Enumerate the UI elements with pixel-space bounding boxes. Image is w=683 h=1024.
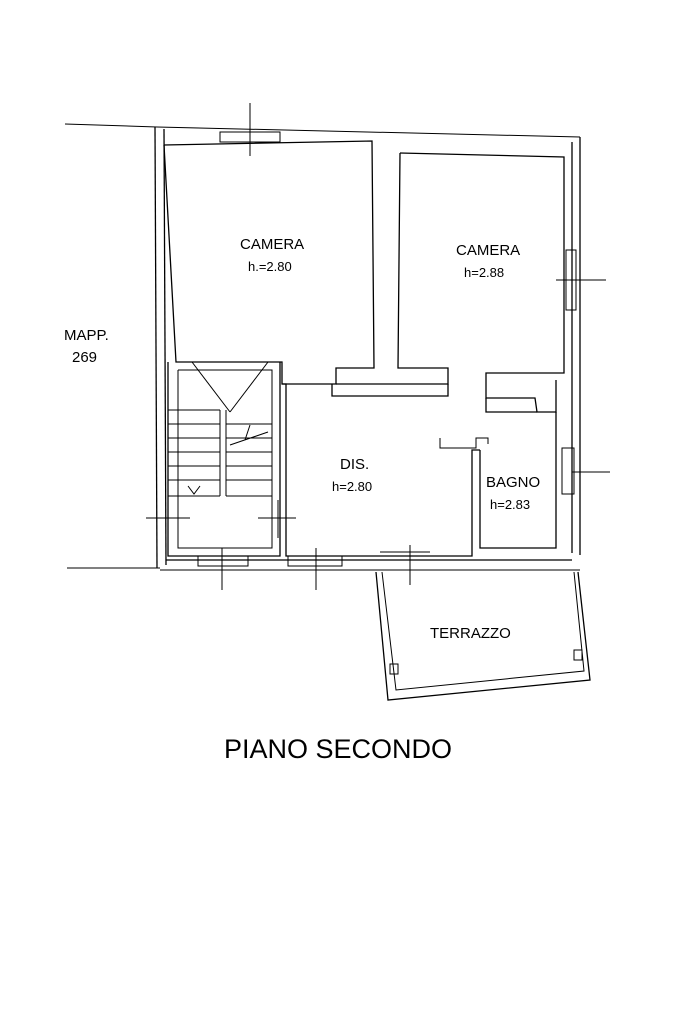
room-height-camera-right: h=2.88	[464, 265, 504, 280]
room-name-camera-left: CAMERA	[240, 236, 304, 253]
room-height-camera-left: h.=2.80	[248, 259, 292, 274]
property-lines	[64, 123, 581, 571]
window-stair-bottom	[197, 548, 249, 590]
room-name-bagno: BAGNO	[486, 474, 540, 491]
stair-marks	[146, 500, 296, 538]
room-height-bagno: h=2.83	[490, 497, 530, 512]
room-height-dis: h=2.80	[332, 479, 372, 494]
exterior-walls	[154, 126, 581, 569]
room-camera-right	[331, 152, 565, 413]
parcel-label: MAPP.	[64, 327, 109, 344]
window-right-bedroom	[556, 249, 606, 311]
window-bagno	[561, 447, 610, 495]
room-dis	[282, 383, 489, 557]
parcel-number: 269	[72, 349, 97, 366]
room-name-terrazzo: TERRAZZO	[430, 625, 511, 642]
window-dis-bottom	[287, 548, 343, 590]
door-terrace	[380, 545, 430, 585]
page-title: PIANO SECONDO	[224, 734, 452, 764]
window-top	[219, 103, 281, 156]
room-bagno	[479, 398, 557, 549]
terrace	[375, 571, 591, 701]
stairwell	[167, 361, 281, 557]
room-name-dis: DIS.	[340, 456, 369, 473]
room-name-camera-right: CAMERA	[456, 242, 520, 259]
